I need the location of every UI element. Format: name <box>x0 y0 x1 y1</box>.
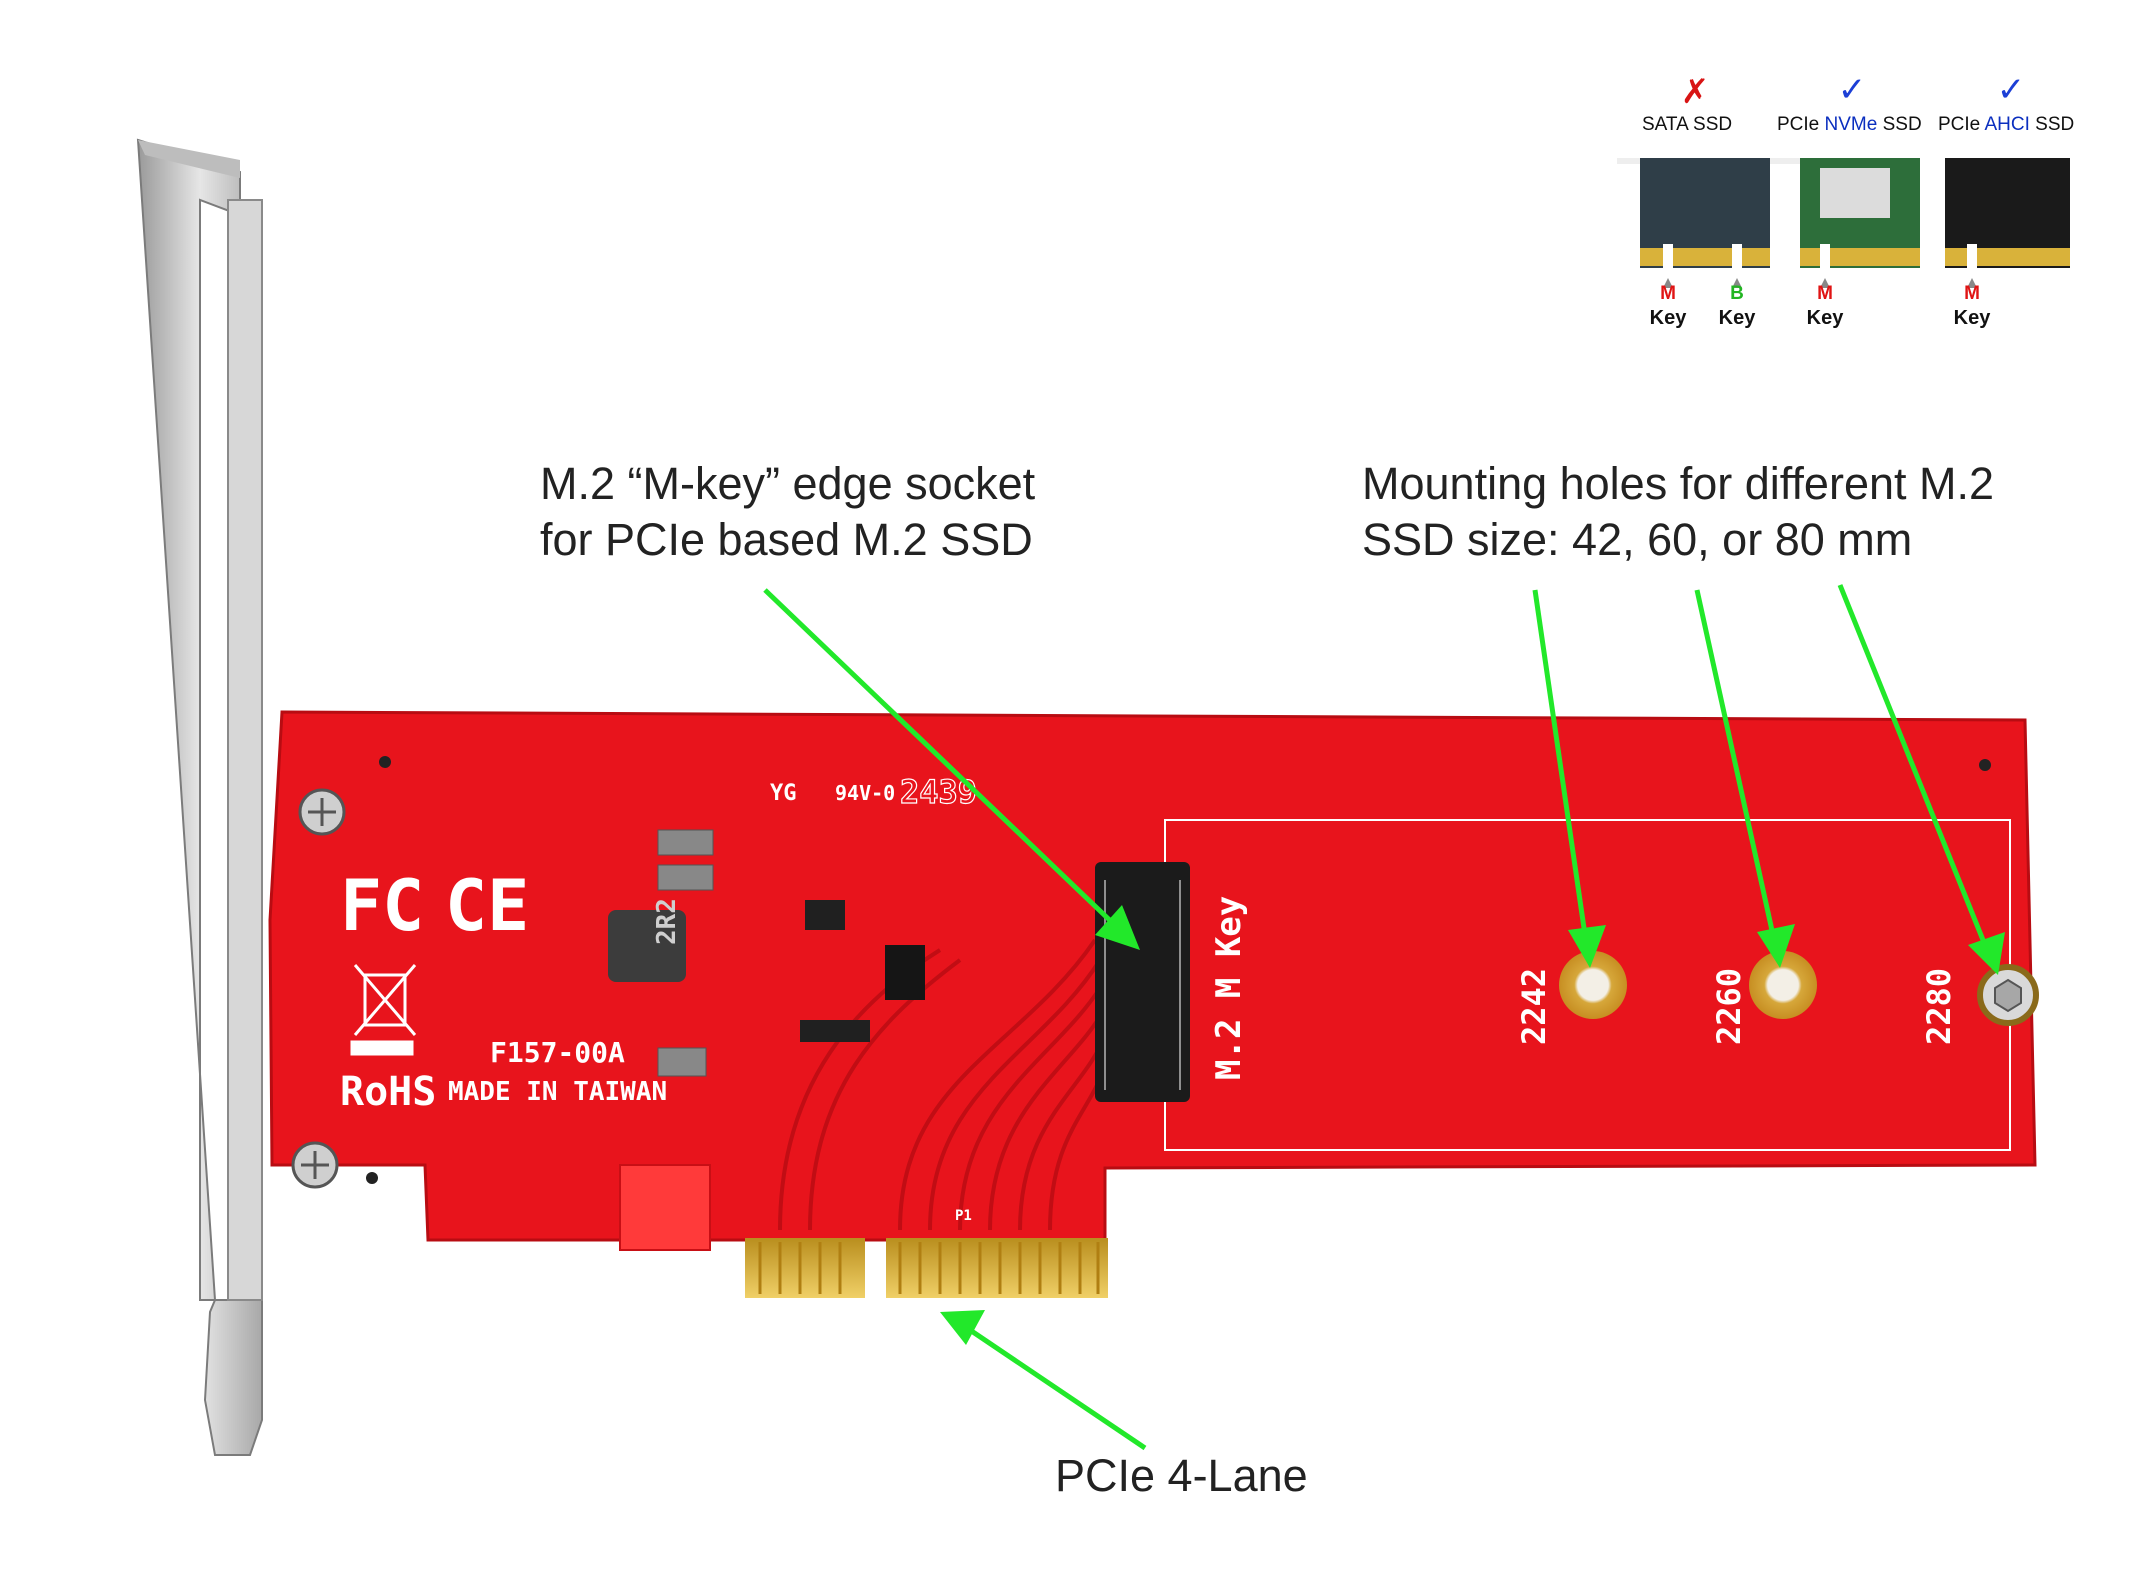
m2-socket <box>1095 862 1190 1102</box>
silk-made-in: MADE IN TAIWAN <box>448 1077 667 1107</box>
nvme-supported-icon: ✓ <box>1837 71 1867 109</box>
key-word-3: Key <box>1806 307 1844 329</box>
metal-bracket <box>136 138 263 1456</box>
silk-part-number: F157-00A <box>490 1036 625 1069</box>
key-letter-nvme-m: M <box>1817 283 1833 304</box>
arrow-to-2280 <box>1837 584 1988 946</box>
legend-sata-label: SATA SSD <box>1642 114 1733 135</box>
annotation-arrows <box>763 584 2005 1451</box>
key-letter-sata-m: M <box>1660 283 1676 304</box>
ahci-supported-icon: ✓ <box>1996 71 2026 109</box>
legend-ahci-label: PCIe AHCI SSD <box>1938 114 2075 135</box>
bracket-screws <box>291 788 346 1189</box>
callout-pcie-lanes: PCIe 4-Lane <box>1055 1450 1308 1501</box>
arrow-to-socket <box>763 588 1122 932</box>
callout-m2-socket: M.2 “M-key” edge socket for PCIe based M… <box>540 458 1036 565</box>
silk-maker-logo: YG <box>770 781 797 806</box>
arrow-to-edge-fingers <box>968 1327 1147 1451</box>
mounting-hole-2242 <box>1559 951 1627 1019</box>
silk-p1: P1 <box>955 1208 972 1224</box>
silk-hole-2260: 2260 <box>1710 968 1748 1045</box>
silk-inductor: 2R2 <box>652 898 682 945</box>
key-word-4: Key <box>1953 307 1991 329</box>
pcb: FC CE RoHS F157-00A MADE IN TAIWAN YG 94… <box>268 710 2039 1298</box>
silk-rohs: RoHS <box>340 1069 436 1115</box>
ssd-thumbnails <box>1617 158 2070 288</box>
weee-bin-icon <box>350 964 417 1056</box>
mounting-hole-2260 <box>1749 951 1817 1019</box>
mounting-holes <box>1559 951 2039 1026</box>
silk-hole-2242: 2242 <box>1515 968 1553 1045</box>
silk-ce: CE <box>445 865 529 947</box>
silk-slot-label: M.2 M Key <box>1209 896 1249 1080</box>
arrow-to-2260 <box>1694 589 1776 936</box>
key-word-1: Key <box>1649 307 1687 329</box>
inductor <box>608 910 686 982</box>
arrow-to-2242 <box>1532 589 1588 936</box>
silk-rating: 94V-0 <box>835 781 895 805</box>
edge-fingers-short <box>745 1238 865 1298</box>
key-letter-sata-b: B <box>1730 283 1744 304</box>
silk-fc: FC <box>340 865 424 947</box>
edge-fingers-long <box>886 1238 1108 1298</box>
callout-mounting-holes: Mounting holes for different M.2 SSD siz… <box>1362 458 1995 565</box>
key-word-2: Key <box>1718 307 1756 329</box>
key-letter-ahci-m: M <box>1964 283 1980 304</box>
silk-hole-2280: 2280 <box>1920 968 1958 1045</box>
sata-not-supported-icon: ✗ <box>1680 73 1710 111</box>
legend-nvme-label: PCIe NVMe SSD <box>1777 114 1922 135</box>
